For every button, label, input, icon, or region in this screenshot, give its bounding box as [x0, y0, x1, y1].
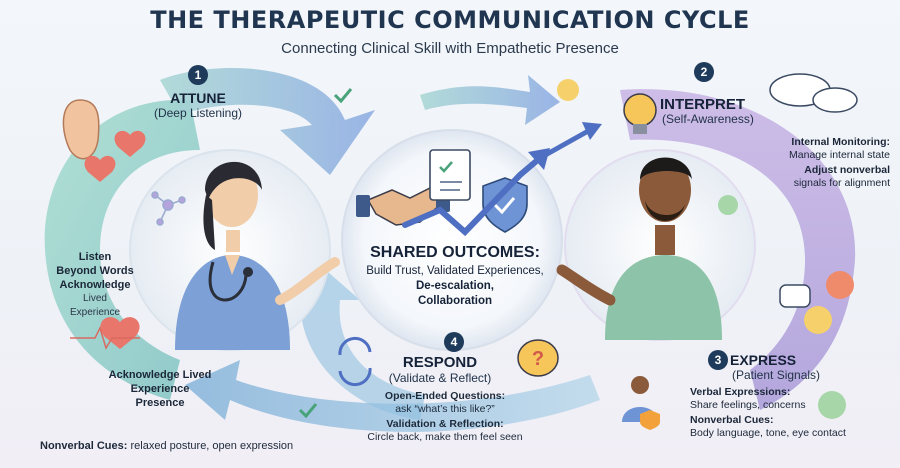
- heart-icon-2: [84, 155, 116, 182]
- angry-emoji-icon: [826, 271, 854, 299]
- monitoring-label: Internal Monitoring:: [791, 136, 890, 148]
- note-line: Presence: [135, 397, 185, 409]
- verbal-label: Verbal Expressions:: [690, 386, 791, 398]
- note-line: Beyond Words: [56, 265, 134, 277]
- patient-avatar-icon: [622, 376, 660, 430]
- interpret-flow-arrow: [420, 75, 560, 125]
- respond-title: RESPOND: [402, 354, 478, 371]
- note-line: Experience: [130, 383, 190, 395]
- note-line: Acknowledge Lived: [108, 369, 212, 381]
- express-title: EXPRESS: [730, 352, 797, 368]
- questions-text: ask “what’s this like?”: [395, 403, 495, 415]
- note-line: Lived: [83, 293, 107, 304]
- growth-arrow-icon: [402, 155, 543, 237]
- shared-outcomes-title: SHARED OUTCOMES:: [370, 244, 540, 261]
- adjust-text: signals for alignment: [793, 177, 890, 189]
- attune-arrow-arc: [44, 99, 200, 401]
- express-nonverbal-label: Nonverbal Cues:: [690, 414, 774, 426]
- interpret-monitoring: Internal Monitoring: Manage internal sta…: [720, 136, 890, 190]
- calm-emoji-icon: [818, 391, 846, 419]
- respond-flow-arrow: [185, 360, 600, 432]
- smile-emoji-icon: [557, 79, 579, 101]
- adjust-label: Adjust nonverbal: [804, 164, 890, 176]
- smile-emoji-icon-2: [718, 195, 738, 215]
- lightbulb-icon: [623, 93, 657, 134]
- stage-2-number: 2: [694, 62, 714, 82]
- document-icon: [429, 149, 471, 201]
- page-title: THE THERAPEUTIC COMMUNICATION CYCLE: [150, 6, 750, 34]
- ear-icon: [62, 99, 100, 160]
- attune-title: ATTUNE: [170, 90, 226, 106]
- patient-figure: [556, 157, 722, 340]
- validation-text: Circle back, make them feel seen: [367, 431, 523, 443]
- note-line: Experience: [69, 307, 121, 318]
- page-subtitle: Connecting Clinical Skill with Empatheti…: [281, 40, 619, 57]
- check-icon-2: [298, 403, 318, 419]
- stage-1-number: 1: [188, 65, 208, 85]
- nonverbal-label: Nonverbal Cues:: [40, 440, 128, 452]
- monitoring-text: Manage internal state: [789, 149, 890, 161]
- interpret-title: INTERPRET: [660, 96, 746, 113]
- interpret-arrow-icon: [538, 127, 592, 161]
- question-bubble-icon: ?: [517, 339, 559, 377]
- note-line: Listen: [78, 251, 112, 263]
- nurse-figure: [175, 161, 340, 350]
- express-details: Verbal Expressions: Share feelings, conc…: [690, 386, 860, 440]
- inner-respond-arrow: [280, 265, 425, 420]
- express-nonverbal-text: Body language, tone, eye contact: [690, 427, 846, 439]
- worried-emoji-icon: [804, 306, 832, 334]
- verbal-text: Share feelings, concerns: [690, 399, 806, 411]
- thought-cloud-icon: [769, 73, 858, 113]
- express-subtitle: (Patient Signals): [732, 368, 821, 382]
- nonverbal-text: relaxed posture, open expression: [130, 440, 294, 452]
- outcome-line: De-escalation,: [416, 280, 494, 292]
- questions-label: Open-Ended Questions:: [384, 390, 506, 402]
- stage-3-number: 3: [708, 350, 728, 370]
- shared-outcomes-text: Build Trust, Validated Experiences, De-e…: [345, 264, 565, 309]
- attune-notes-top: Listen Beyond Words Acknowledge Lived Ex…: [40, 250, 150, 320]
- speech-bubble-icon: [779, 284, 811, 308]
- svg-text:?: ?: [532, 348, 544, 370]
- heart-icon-1: [114, 130, 146, 157]
- attune-nonverbal: Nonverbal Cues: relaxed posture, open ex…: [40, 440, 293, 452]
- check-icon-1: [333, 88, 353, 104]
- interpret-subtitle: (Self-Awareness): [662, 112, 754, 126]
- respond-subtitle: (Validate & Reflect): [388, 371, 492, 385]
- attune-subtitle: (Deep Listening): [153, 106, 243, 120]
- stage-4-number: 4: [444, 332, 464, 352]
- refresh-icon: [338, 336, 372, 387]
- note-line: Acknowledge: [59, 279, 131, 291]
- outcome-line: Collaboration: [417, 295, 493, 307]
- top-flow-arrow: [160, 68, 375, 175]
- respond-details: Open-Ended Questions: ask “what’s this l…: [350, 390, 540, 444]
- express-arrow-arc: [620, 89, 856, 410]
- network-icon: [151, 191, 186, 226]
- validation-label: Validation & Reflection:: [386, 418, 504, 430]
- pulse-line: [70, 325, 140, 350]
- outcome-line: Build Trust, Validated Experiences,: [366, 265, 544, 277]
- attune-notes-bottom: Acknowledge Lived Experience Presence: [80, 368, 240, 410]
